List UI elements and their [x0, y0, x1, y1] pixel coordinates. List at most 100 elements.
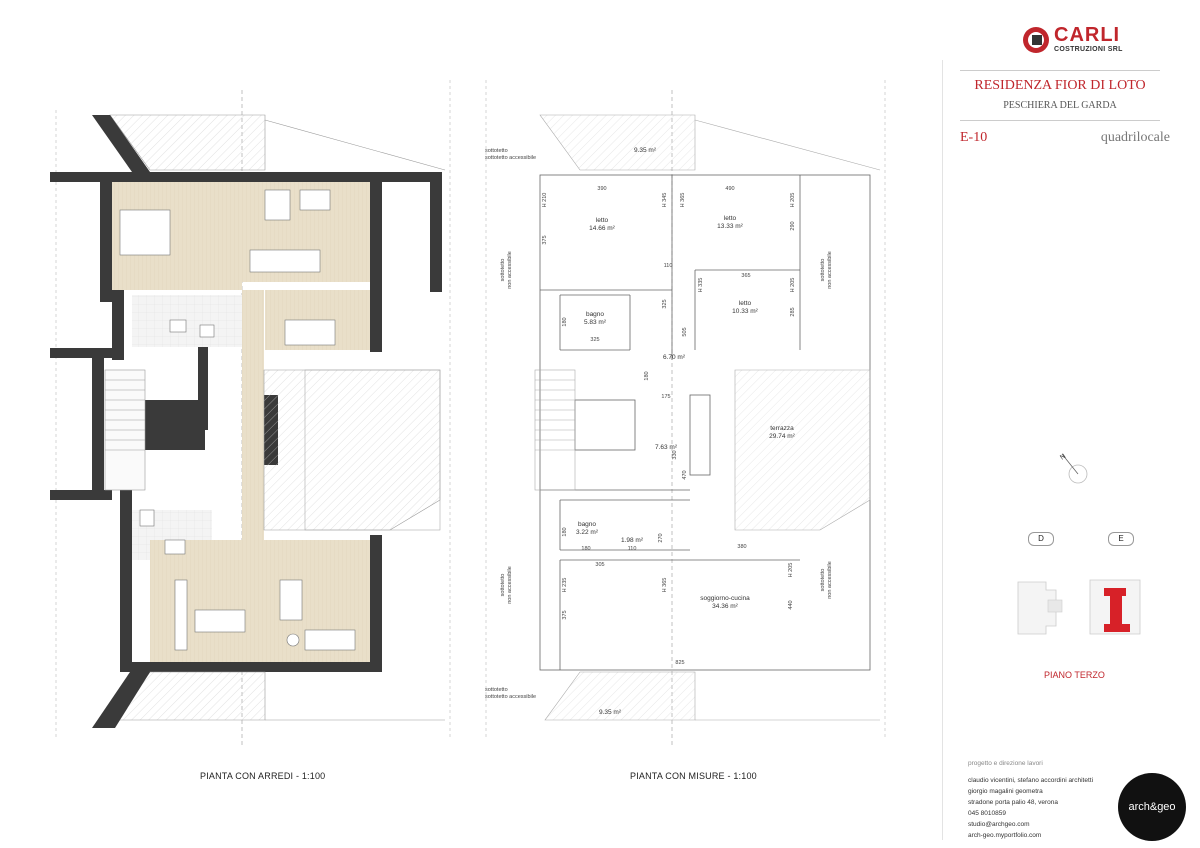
- dim-375-a: 375: [542, 235, 548, 244]
- furnished-plan: [50, 80, 451, 745]
- credits-line-1: claudio vicentini, stefano accordini arc…: [968, 777, 1094, 784]
- room-letto-1-area: 14.66 m²: [589, 225, 615, 232]
- credits-line-5: studio@archgeo.com: [968, 821, 1030, 828]
- room-disimpegno-2-area: 7.63 m²: [655, 444, 678, 451]
- sottotetto-left-top: sottotetto: [500, 259, 506, 282]
- dim-180-c: 180: [644, 371, 650, 380]
- sink-icon: [164, 539, 186, 555]
- brand-logo: CARLI COSTRUZIONI SRL: [1020, 24, 1140, 64]
- round-table: [286, 633, 300, 647]
- unit-type: quadrilocale: [1100, 130, 1170, 145]
- balcony-top: [92, 114, 446, 172]
- wardrobe: [249, 249, 321, 273]
- svg-text:N: N: [1059, 453, 1067, 462]
- dim-325-b: 325: [662, 299, 668, 308]
- unit-code: E-10: [960, 130, 988, 145]
- key-plan: [1017, 579, 1141, 635]
- measured-plan-title: PIANTA CON MISURE - 1:100: [630, 771, 757, 781]
- room-terrazza-area: 29.74 m²: [769, 433, 795, 440]
- brand-name: CARLI: [1054, 24, 1121, 46]
- stairs: [104, 369, 146, 491]
- non-accessibile-right-top: non accessibile: [827, 251, 833, 289]
- project-location: PESCHIERA DEL GARDA: [1003, 100, 1117, 111]
- room-soggiorno-area: 34.36 m²: [712, 603, 738, 610]
- block-d-badge: D: [1028, 532, 1054, 546]
- room-letto-2-area: 13.33 m²: [717, 223, 743, 230]
- key-plan-block-d: [1017, 581, 1057, 635]
- furnished-plan-title: PIANTA CON ARREDI - 1:100: [200, 771, 326, 781]
- room-bagno-1-name: bagno: [586, 311, 604, 318]
- dim-330: 330: [672, 450, 678, 459]
- balcony-top-outline: [539, 114, 696, 171]
- dim-h335: H 335: [698, 278, 704, 293]
- terrace-outline: [734, 369, 871, 531]
- dim-h345: H 345: [662, 193, 668, 208]
- dim-490: 490: [725, 186, 734, 192]
- toilet-icon-2: [139, 509, 155, 527]
- north-arrow-icon: N: [1059, 453, 1088, 484]
- sottotetto-access-top-2: sottotetto accessibile: [485, 155, 536, 161]
- dim-375-b: 375: [562, 610, 568, 619]
- dim-h365-a: H 365: [680, 193, 686, 208]
- non-accessibile-right-bottom: non accessibile: [827, 561, 833, 599]
- hallway-floor: [242, 290, 264, 590]
- dim-470: 470: [682, 470, 688, 479]
- kitchen-counter: [174, 579, 188, 651]
- room-letto-3-name: letto: [739, 300, 752, 307]
- sottotetto-access-bottom-2: sottotetto accessibile: [485, 694, 536, 700]
- double-bed-1: [119, 209, 171, 256]
- bidet-icon: [199, 324, 215, 338]
- room-disimpegno-1-area: 6.70 m²: [663, 354, 686, 361]
- measured-plan: 9.35 m² letto 14.66 m² letto 13.33 m² le…: [485, 80, 886, 745]
- dim-325: 325: [590, 337, 599, 343]
- panel-divider: [942, 60, 943, 840]
- room-wc-area: 1.98 m²: [621, 537, 644, 544]
- bathroom-1-floor: [132, 295, 242, 347]
- archgeo-logo: arch&geo: [1118, 773, 1186, 841]
- room-letto-3-area: 10.33 m²: [732, 308, 758, 315]
- dim-365: 365: [741, 273, 750, 279]
- non-accessibile-left-bottom: non accessibile: [507, 566, 513, 604]
- dim-270: 270: [658, 533, 664, 542]
- room-letto-2-name: letto: [724, 215, 737, 222]
- terrace: [263, 369, 441, 531]
- dim-175: 175: [661, 394, 670, 400]
- room-bagno-1-area: 5.83 m²: [584, 319, 607, 326]
- dim-h205-c: H 205: [788, 563, 794, 578]
- room-bagno-2-area: 3.22 m²: [576, 529, 599, 536]
- credits-line-6: arch-geo.myportfolio.com: [968, 832, 1042, 839]
- credits-line-3: stradone porta palio 48, verona: [968, 799, 1058, 806]
- dim-110: 110: [664, 263, 673, 269]
- credits: progetto e direzione lavori claudio vice…: [968, 758, 1128, 841]
- dim-h365-b: H 365: [662, 578, 668, 593]
- sottotetto-right-bottom: sottotetto: [820, 569, 826, 592]
- key-plan-highlight-unit: [1104, 588, 1130, 632]
- sottotetto-access-top-1: sottotetto: [485, 148, 508, 154]
- room-bagno-2-name: bagno: [578, 521, 596, 528]
- dim-180-a: 180: [581, 546, 590, 552]
- dim-290: 290: [790, 221, 796, 230]
- dim-825: 825: [675, 660, 684, 666]
- credits-line-4: 045 8010859: [968, 810, 1006, 817]
- dim-505: 505: [682, 327, 688, 336]
- furniture: [119, 189, 356, 651]
- dim-180-d: 180: [562, 527, 568, 536]
- block-e-badge: E: [1108, 532, 1134, 546]
- room-terrazza-name: terrazza: [770, 425, 794, 432]
- dim-110-b: 110: [628, 546, 637, 552]
- dim-h235: H 235: [562, 578, 568, 593]
- dim-390: 390: [597, 186, 606, 192]
- dim-h205-b: H 205: [790, 278, 796, 293]
- armchair: [279, 579, 303, 621]
- stairs-outline: [534, 369, 576, 491]
- sottotetto-right-top: sottotetto: [820, 259, 826, 282]
- credits-line-2: giorgio magalini geometra: [968, 788, 1043, 795]
- credits-header: progetto e direzione lavori: [968, 760, 1043, 767]
- toilet-icon: [169, 319, 187, 333]
- sofa: [304, 629, 356, 651]
- floor-label: PIANO TERZO: [1044, 670, 1105, 680]
- room-letto-1-name: letto: [596, 217, 609, 224]
- balcony-bottom-area: 9.35 m²: [599, 709, 622, 716]
- room-soggiorno-name: soggiorno-cucina: [700, 595, 750, 602]
- brand-subtitle: COSTRUZIONI SRL: [1054, 46, 1123, 53]
